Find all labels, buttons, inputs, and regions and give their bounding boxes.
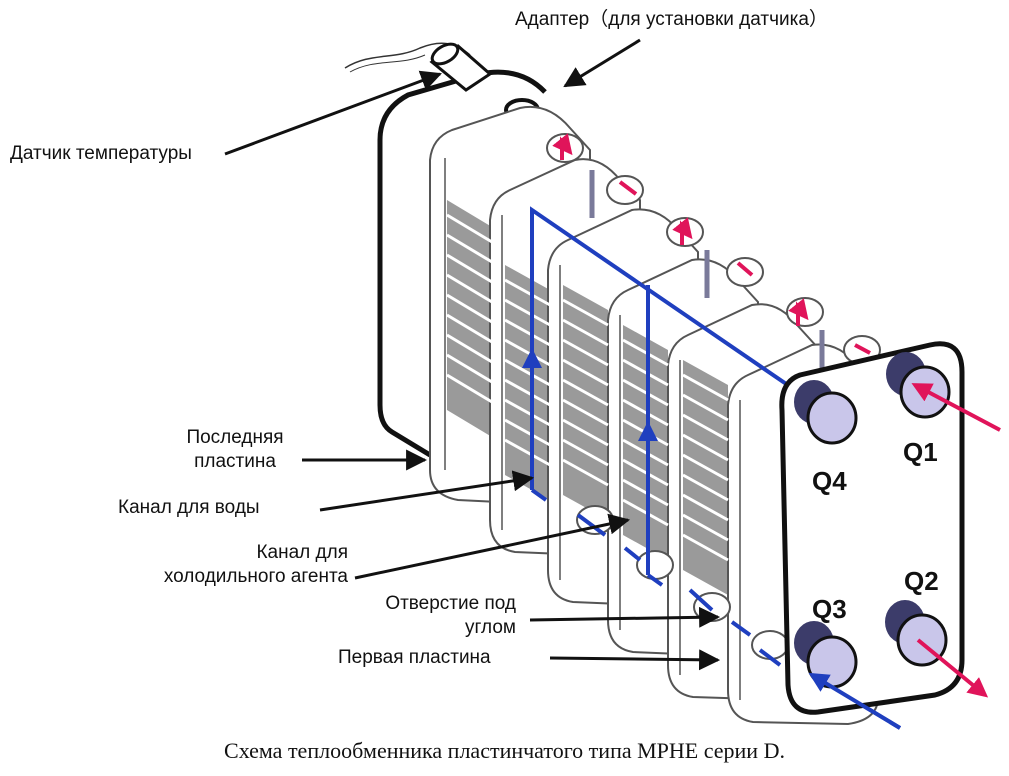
plate-corrugation	[446, 213, 729, 562]
first-plate-label: Первая пластина	[338, 647, 491, 668]
first-plate-leader	[549, 649, 721, 671]
temperature-sensor	[429, 42, 493, 92]
refrigerant-flow-marks	[552, 133, 871, 355]
water-channel-leader	[319, 470, 535, 512]
tie-rods	[589, 170, 825, 372]
refrigerant-channel-leader	[354, 513, 631, 580]
refrigerant-channel-label: Канал для холодильного агента	[163, 542, 348, 587]
last-plate-cover	[377, 69, 547, 458]
port-q4-label: Q4	[812, 466, 847, 496]
water-channel-label: Канал для воды	[118, 497, 260, 518]
port-q2-label: Q2	[904, 566, 939, 596]
adapter-leader	[563, 38, 641, 88]
port-q3-label: Q3	[812, 594, 847, 624]
port-flow-arrows	[808, 383, 1001, 730]
sensor-leader	[224, 70, 442, 156]
port-q4	[794, 380, 858, 445]
angled-hole-label: Отверстие под углом	[385, 593, 516, 638]
temperature-sensor-label: Датчик температуры	[10, 143, 192, 164]
angled-hole-leader	[529, 606, 721, 628]
diagram-caption: Схема теплообменника пластинчатого типа …	[224, 738, 785, 763]
port-q1-label: Q1	[903, 437, 938, 467]
adapter-label: Адаптер（для установки датчика）	[515, 9, 828, 30]
leader-arrows	[224, 38, 721, 671]
last-plate-label: Последняя пластина	[186, 427, 284, 472]
